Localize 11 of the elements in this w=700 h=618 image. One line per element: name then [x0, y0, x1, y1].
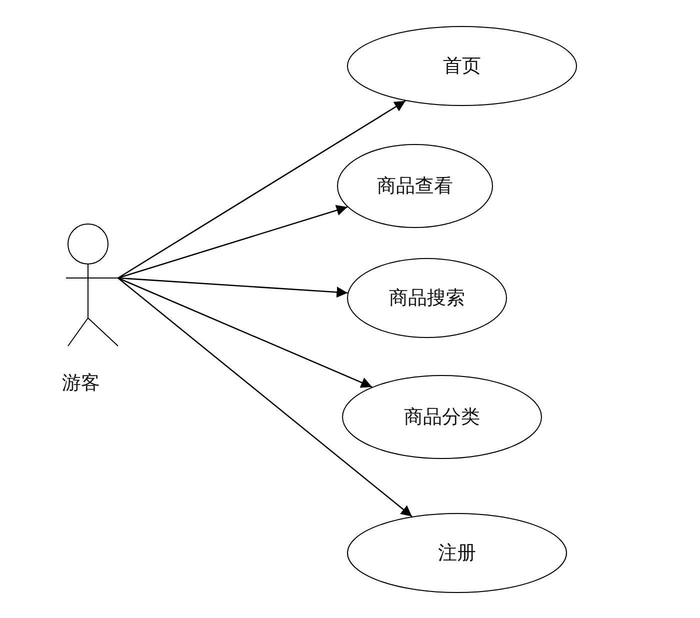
arrow: [118, 277, 372, 388]
arrow: [118, 204, 348, 279]
arrow: [118, 277, 348, 298]
use-case-name: 商品分类: [403, 405, 481, 430]
use-case-name: 商品查看: [376, 174, 454, 199]
use-case-name: 商品搜索: [388, 286, 466, 311]
arrow: [118, 278, 412, 517]
use-case-name: 注册: [437, 541, 477, 566]
use-case-name: 首页: [442, 54, 482, 79]
actor-name: 游客: [62, 371, 100, 396]
arrow: [118, 100, 406, 279]
